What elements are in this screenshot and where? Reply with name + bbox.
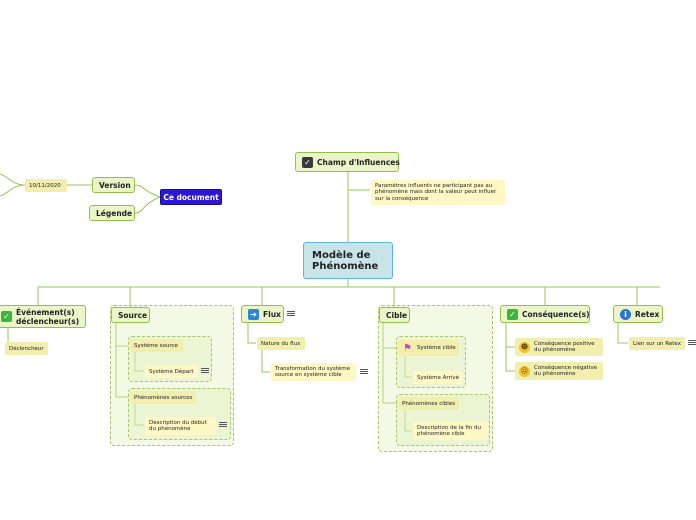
systeme-source-text: Système source xyxy=(134,342,178,349)
legende-topic[interactable]: Légende xyxy=(89,205,135,221)
flag-icon: ⚑ xyxy=(403,342,412,354)
sad-face-icon: ☹ xyxy=(519,365,530,377)
champ-influences-label: Champ d'Influences xyxy=(317,157,400,167)
nature-flux-text: Nature du flux xyxy=(261,340,301,347)
central-topic[interactable]: Modèle de Phénomène xyxy=(303,242,393,279)
description-fin-item[interactable]: Description de la fin du phénomène cible xyxy=(413,422,488,440)
phenomenes-sources-text: Phénomènes sources xyxy=(134,394,193,401)
champ-influences-note[interactable]: Paramètres influents ne participant pas … xyxy=(371,180,505,205)
notes-icon[interactable] xyxy=(360,369,368,376)
flux-label: Flux xyxy=(263,309,281,319)
legende-label: Légende xyxy=(96,208,133,218)
ce-document-label: Ce document xyxy=(163,192,219,202)
description-debut-item[interactable]: Description du début du phénomène xyxy=(145,417,216,435)
notes-icon[interactable] xyxy=(688,340,696,347)
notes-icon[interactable] xyxy=(287,311,295,318)
systeme-depart-item[interactable]: Système Départ xyxy=(145,365,198,378)
check-square-icon: ✓ xyxy=(302,156,313,168)
transformation-text: Transformation du système source en syst… xyxy=(275,365,351,379)
champ-influences-note-text: Paramètres influents ne participant pas … xyxy=(375,182,497,202)
central-topic-label: Modèle de Phénomène xyxy=(312,249,379,272)
source-topic[interactable]: Source xyxy=(111,307,150,323)
systeme-cible-text: Système cible xyxy=(417,345,456,351)
lien-retex-text: Lien sur un Retex xyxy=(633,340,681,347)
systeme-cible-item[interactable]: ⚑ Système cible xyxy=(398,340,459,356)
systeme-arrive-item[interactable]: Système Arrivé xyxy=(413,371,462,384)
retex-label: Retex xyxy=(635,309,660,319)
check-mark-icon: ✓ xyxy=(507,308,518,320)
consequences-topic[interactable]: ✓ Conséquence(s) xyxy=(500,305,590,323)
champ-influences-topic[interactable]: ✓ Champ d'Influences xyxy=(295,152,400,172)
declencheur-text: Déclencheur xyxy=(9,345,44,352)
evenements-topic[interactable]: ✓ Événement(s) déclencheur(s) xyxy=(0,305,86,328)
phenomenes-cibles-item[interactable]: Phénomènes cibles xyxy=(398,397,459,410)
declencheur-item[interactable]: Déclencheur xyxy=(5,342,48,355)
nature-flux-item[interactable]: Nature du flux xyxy=(257,337,305,350)
consequence-negative-text: Conséquence négative du phénomène xyxy=(534,364,597,378)
description-fin-text: Description de la fin du phénomène cible xyxy=(417,424,482,438)
notes-icon[interactable] xyxy=(201,368,209,375)
consequence-negative-item[interactable]: ☹ Conséquence négative du phénomène xyxy=(515,362,603,380)
phenomenes-sources-item[interactable]: Phénomènes sources xyxy=(130,391,196,404)
version-date[interactable]: 10/11/2020 xyxy=(25,179,67,192)
smiley-icon: ☻ xyxy=(519,341,530,353)
transformation-item[interactable]: Transformation du système source en syst… xyxy=(271,363,356,381)
version-date-text: 10/11/2020 xyxy=(29,182,61,189)
lien-retex-item[interactable]: Lien sur un Retex xyxy=(629,337,685,350)
cible-topic[interactable]: Cible xyxy=(379,307,410,323)
systeme-arrive-text: Système Arrivé xyxy=(417,374,459,381)
systeme-depart-text: Système Départ xyxy=(149,368,194,375)
notes-icon[interactable] xyxy=(219,422,227,429)
description-debut-text: Description du début du phénomène xyxy=(149,419,207,433)
cible-label: Cible xyxy=(386,310,408,320)
version-label: Version xyxy=(99,180,131,190)
source-label: Source xyxy=(118,310,148,320)
evenements-label: Événement(s) déclencheur(s) xyxy=(16,307,80,326)
arrow-right-icon: ➔ xyxy=(248,308,259,320)
consequence-positive-item[interactable]: ☻ Conséquence positive du phénomène xyxy=(515,338,603,356)
ce-document-topic[interactable]: Ce document xyxy=(160,189,222,205)
phenomenes-cibles-text: Phénomènes cibles xyxy=(402,400,456,407)
systeme-source-item[interactable]: Système source xyxy=(130,339,183,352)
flux-topic[interactable]: ➔ Flux xyxy=(241,305,284,323)
version-topic[interactable]: Version xyxy=(92,177,135,193)
check-mark-icon: ✓ xyxy=(1,311,12,322)
consequences-label: Conséquence(s) xyxy=(522,309,590,319)
info-icon: i xyxy=(620,308,631,320)
retex-topic[interactable]: i Retex xyxy=(613,305,663,323)
consequence-positive-text: Conséquence positive du phénomène xyxy=(534,340,595,354)
